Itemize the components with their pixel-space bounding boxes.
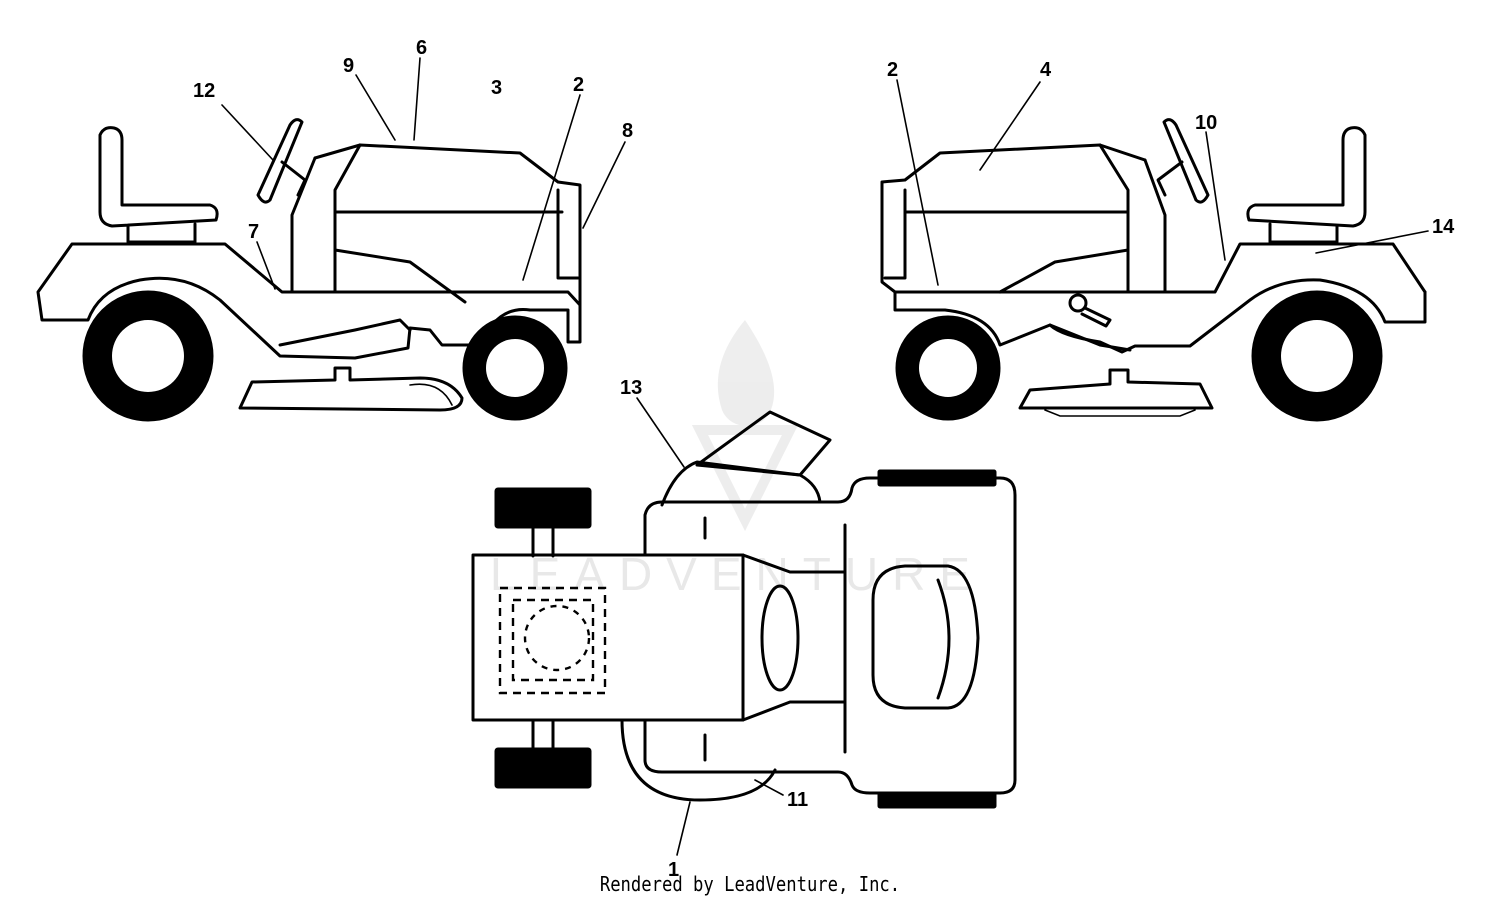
hood	[313, 143, 582, 307]
steering-wheel	[1162, 118, 1210, 204]
steering-wheel	[256, 118, 304, 204]
watermark: LEADVENTURE	[490, 320, 984, 600]
callout-9: 9	[343, 55, 354, 77]
seat-top	[871, 564, 980, 710]
front-wheel-bottom	[494, 747, 592, 789]
lift-lever-knob	[1068, 293, 1088, 313]
leader-lines	[221, 57, 1429, 856]
callout-2-right: 2	[887, 59, 898, 81]
callout-13: 13	[620, 377, 642, 399]
seat	[98, 126, 219, 228]
mower-deck	[238, 366, 464, 412]
callout-12: 12	[193, 80, 215, 102]
rear-fender	[36, 242, 582, 360]
callouts: 12 9 6 3 2 8 7 2 4 10 14 13 11 1	[193, 37, 1455, 881]
callout-1: 1	[668, 859, 679, 881]
callout-11: 11	[787, 789, 808, 811]
right-side-view	[880, 118, 1427, 422]
callout-10: 10	[1195, 112, 1217, 134]
footer-credit: Rendered by LeadVenture, Inc.	[599, 872, 901, 896]
callout-8: 8	[622, 120, 633, 142]
body-outline	[643, 476, 1017, 795]
callout-14: 14	[1432, 216, 1455, 238]
callout-4: 4	[1040, 59, 1052, 81]
callout-6: 6	[416, 37, 427, 59]
left-side-view	[36, 118, 582, 422]
steering-column	[760, 584, 800, 692]
front-wheel-top	[494, 487, 592, 529]
watermark-text: LEADVENTURE	[490, 548, 984, 600]
seat	[1246, 126, 1367, 228]
hood-top	[471, 553, 745, 722]
callout-2: 2	[573, 74, 584, 96]
callout-7: 7	[248, 221, 259, 243]
top-view	[471, 410, 1017, 809]
callout-3: 3	[491, 77, 502, 99]
mower-deck	[1018, 368, 1214, 410]
